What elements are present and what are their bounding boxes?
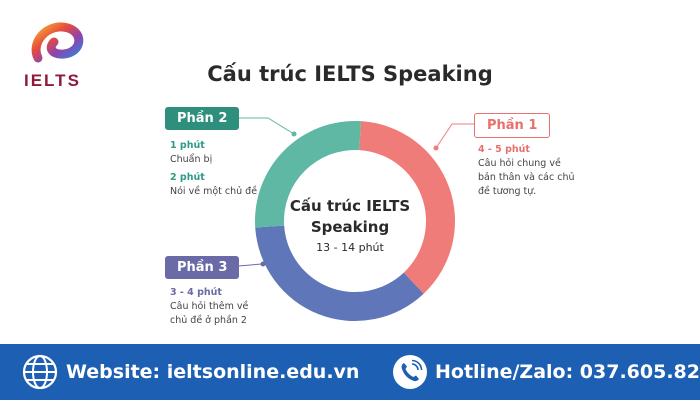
part1-duration: 4 - 5 phút (478, 144, 530, 155)
part3-tag: Phần 3 (165, 256, 240, 279)
hotline-link[interactable]: Hotline/Zalo: 037.605.8262 (435, 361, 700, 383)
part2-details: 1 phút Chuẩn bị 2 phút Nói về một chủ đề (170, 139, 257, 199)
ring-center: Cấu trúc IELTS Speaking 13 - 14 phút (280, 196, 420, 254)
part3-desc-line2: chủ đề ở phần 2 (170, 315, 247, 326)
ring-segment-part3 (255, 225, 424, 321)
part3-desc-line1: Câu hỏi thêm về (170, 301, 249, 312)
part2-duration-2: 2 phút (170, 172, 205, 183)
part2-desc-1: Chuẩn bị (170, 154, 213, 165)
center-subtitle: 13 - 14 phút (316, 241, 384, 254)
globe-icon (22, 354, 58, 390)
ring-segments (255, 120, 455, 321)
footer-bar: Website: ieltsonline.edu.vn Hotline/Zalo… (0, 344, 700, 400)
website-link[interactable]: Website: ieltsonline.edu.vn (66, 361, 360, 383)
connector-dot-part2 (291, 131, 297, 137)
ring-segment-part1 (359, 121, 455, 294)
page-title: Cấu trúc IELTS Speaking (207, 62, 493, 86)
part2-desc-2: Nói về một chủ đề (170, 186, 258, 197)
part3-details: 3 - 4 phút Câu hỏi thêm về chủ đề ở phần… (170, 286, 248, 328)
part3-duration: 3 - 4 phút (170, 287, 222, 298)
part1-desc-line2: bản thân và các chủ (478, 172, 575, 183)
center-title-line1: Cấu trúc IELTS (289, 197, 411, 215)
connector-dot-part3 (260, 261, 266, 267)
part2-duration-1: 1 phút (170, 140, 205, 151)
center-title-line2: Speaking (310, 218, 390, 236)
brand-logo: IELTS (24, 22, 84, 90)
part1-tag: Phần 1 (474, 113, 551, 138)
speaking-structure-ring (224, 117, 474, 321)
part1-details: 4 - 5 phút Câu hỏi chung về bản thân và … (478, 143, 575, 199)
part2-tag: Phần 2 (165, 107, 240, 130)
connector-dot-part1 (433, 145, 439, 151)
part1-desc-line3: đề tương tự. (478, 186, 537, 197)
logo-text: IELTS (24, 71, 81, 90)
phone-icon (393, 355, 427, 389)
connector-part1 (435, 123, 474, 149)
part1-desc-line1: Câu hỏi chung về (478, 158, 561, 169)
ring-segment-part2 (255, 120, 361, 228)
